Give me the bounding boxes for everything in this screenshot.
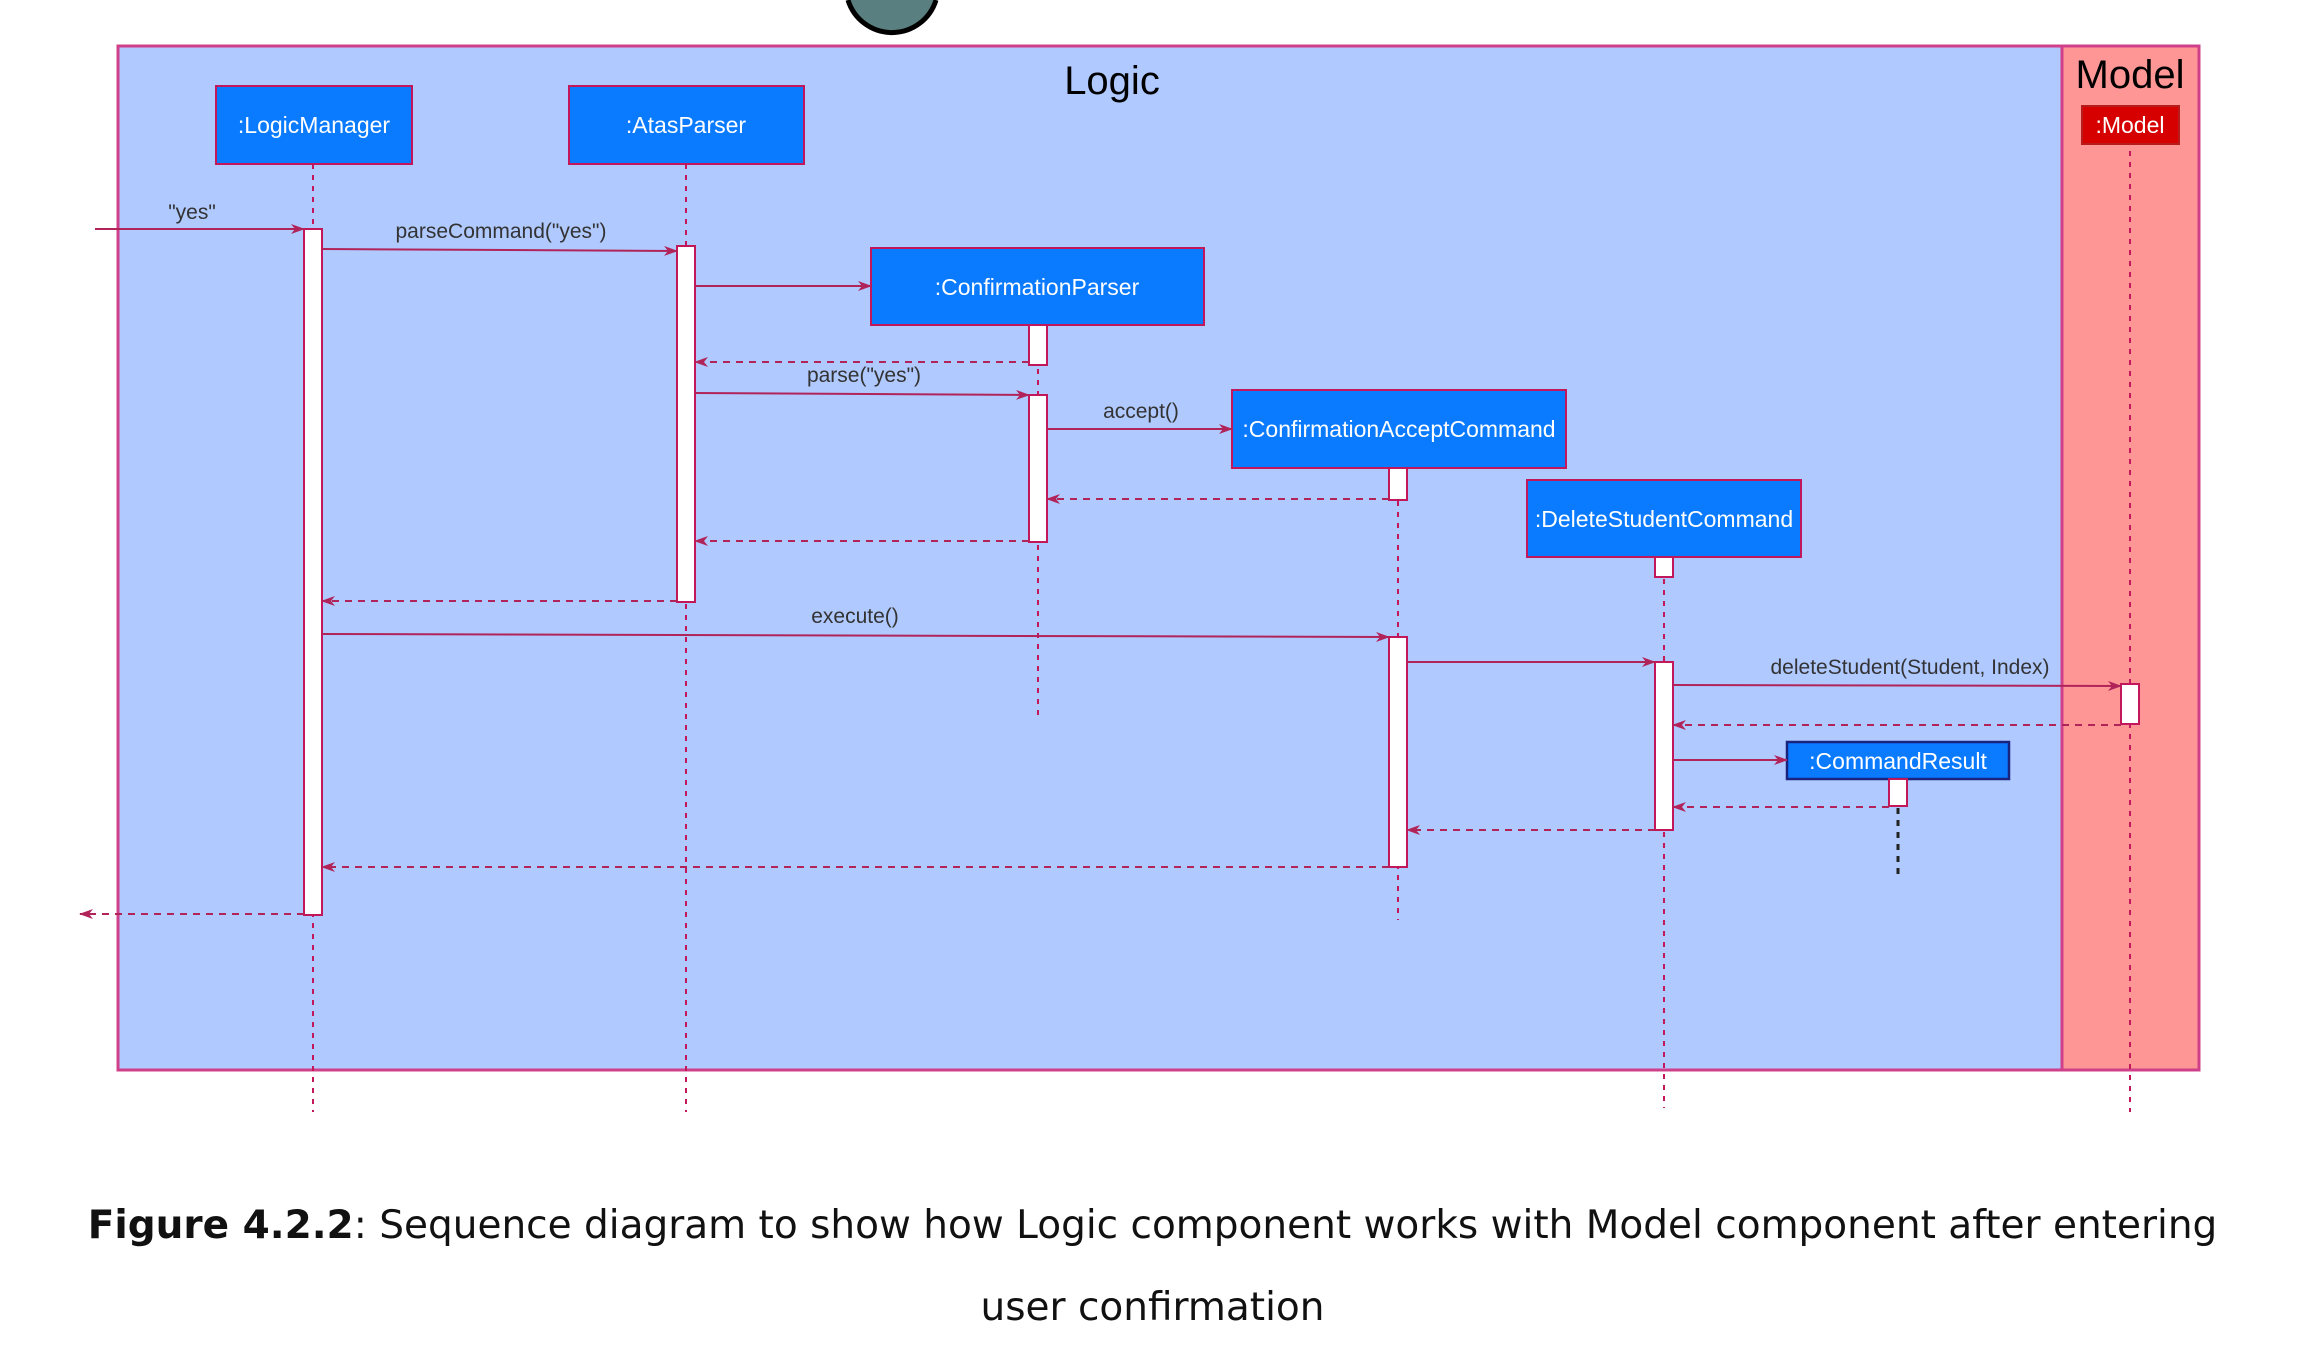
message-label-parse-command: parseCommand("yes") [396, 220, 607, 243]
arrow-parse [694, 389, 1030, 400]
message-label-input: "yes" [168, 201, 216, 224]
participant-confirmationparser: :ConfirmationParser [870, 247, 1205, 326]
sequence-diagram: Logic Model :LogicManager :AtasParser :C… [79, 0, 2201, 1112]
top-cutoff-node [845, 0, 939, 35]
participant-commandresult-label: :CommandResult [1809, 748, 1987, 774]
arrow-execute [321, 631, 1390, 642]
logic-frame-title: Logic [1064, 59, 1160, 103]
activation-commandresult [1888, 778, 1908, 807]
participant-model-label: :Model [2095, 112, 2164, 138]
activation-atasparser [676, 245, 696, 603]
activation-deletestudentcommand-create [1654, 556, 1674, 578]
message-label-accept: accept() [1103, 400, 1179, 423]
participant-deletestudentcommand: :DeleteStudentCommand [1526, 479, 1802, 558]
figure-label: Figure 4.2.2 [87, 1203, 354, 1248]
participant-deletestudentcommand-label: :DeleteStudentCommand [1535, 506, 1793, 532]
arrow-delete-student [1672, 680, 2122, 691]
activation-confirmationacceptcommand-execute [1388, 636, 1408, 868]
figure-caption: Figure 4.2.2: Sequence diagram to show h… [60, 1185, 2245, 1349]
participant-logicmanager-label: :LogicManager [238, 112, 390, 138]
model-frame-title: Model [2076, 53, 2185, 97]
arrow-parse-command [321, 245, 678, 256]
participant-confirmationacceptcommand-label: :ConfirmationAcceptCommand [1242, 416, 1555, 442]
activation-deletestudentcommand-execute [1654, 661, 1674, 831]
activation-confirmationparser-create [1028, 324, 1048, 366]
message-label-parse: parse("yes") [807, 364, 921, 387]
participant-logicmanager: :LogicManager [215, 85, 413, 165]
figure-caption-text: : Sequence diagram to show how Logic com… [353, 1203, 2218, 1330]
activation-model [2120, 683, 2140, 725]
participant-commandresult: :CommandResult [1785, 740, 2011, 781]
participant-confirmationacceptcommand: :ConfirmationAcceptCommand [1231, 389, 1567, 469]
participant-atasparser: :AtasParser [568, 85, 805, 165]
participant-atasparser-label: :AtasParser [626, 112, 746, 138]
message-label-execute: execute() [811, 605, 899, 628]
participant-model: :Model [2081, 105, 2180, 145]
activation-confirmationparser-parse [1028, 394, 1048, 543]
message-label-delete-student: deleteStudent(Student, Index) [1770, 656, 2049, 679]
activation-logicmanager [303, 228, 323, 916]
activation-confirmationacceptcommand-create [1388, 467, 1408, 501]
participant-confirmationparser-label: :ConfirmationParser [935, 274, 1140, 300]
